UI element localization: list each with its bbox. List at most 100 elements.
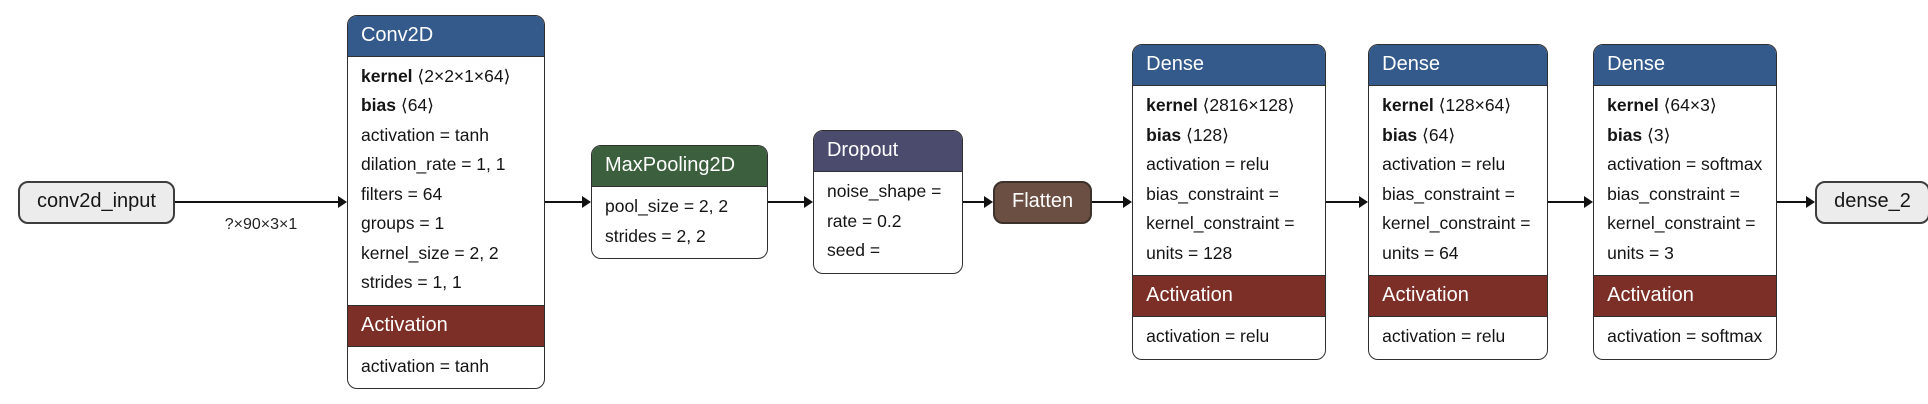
attr-name: seed <box>826 240 865 261</box>
layer-header-conv2d[interactable]: Conv2D <box>347 15 544 57</box>
attr-row: groups = 1 <box>361 209 531 239</box>
attr-value: = relu <box>1224 326 1270 347</box>
attr-name: kernel <box>1607 95 1659 116</box>
arrowhead-icon <box>337 196 347 208</box>
edge-line <box>1092 201 1126 203</box>
node-dense-2-output[interactable]: dense_2 <box>1815 180 1928 224</box>
attr-row: bias ⟨128⟩ <box>1146 121 1312 151</box>
attr-row: kernel_constraint = <box>1146 209 1312 239</box>
layer-header-dropout[interactable]: Dropout <box>813 131 962 173</box>
attr-row: kernel ⟨64×3⟩ <box>1607 91 1763 121</box>
attr-name: noise_shape <box>826 181 927 202</box>
attr-row: strides = 1, 1 <box>361 268 531 298</box>
attr-name: units <box>1382 242 1420 263</box>
layer-dense-3[interactable]: Dense kernel ⟨64×3⟩ bias ⟨3⟩ activation … <box>1593 44 1778 360</box>
arrowhead-icon <box>1584 196 1594 208</box>
attr-value: ⟨3⟩ <box>1647 124 1671 145</box>
arrowhead-icon <box>1806 196 1816 208</box>
layer-attributes: noise_shape = rate = 0.2 seed = <box>814 172 962 273</box>
activation-subheader[interactable]: Activation <box>1369 275 1548 318</box>
attr-value: = 64 <box>407 183 443 204</box>
attr-row: noise_shape = <box>827 177 949 207</box>
attr-name: activation <box>1382 326 1457 347</box>
attr-row: activation = softmax <box>1607 150 1763 180</box>
attr-value: = tanh <box>439 355 489 376</box>
arrowhead-icon <box>1359 196 1369 208</box>
attr-name: rate <box>826 210 858 231</box>
attr-row: kernel ⟨2816×128⟩ <box>1146 91 1312 121</box>
attr-value: ⟨64⟩ <box>1422 124 1456 145</box>
attr-name: pool_size <box>604 196 679 216</box>
arrowhead-icon <box>983 196 993 208</box>
layer-dropout[interactable]: Dropout noise_shape = rate = 0.2 seed = <box>812 130 963 274</box>
attr-row: bias ⟨64⟩ <box>361 91 531 121</box>
attr-value: = <box>1729 183 1740 204</box>
attr-row: filters = 64 <box>361 180 531 210</box>
attr-name: kernel <box>360 65 413 86</box>
attr-value: = 1, 1 <box>461 154 506 175</box>
attr-value: ⟨128⟩ <box>1186 124 1229 145</box>
attr-name: bias_constraint <box>1382 183 1500 204</box>
edge-line <box>544 201 584 203</box>
node-label: conv2d_input <box>37 189 156 212</box>
attr-name: activation <box>1146 154 1221 175</box>
attr-name: activation <box>1146 326 1221 347</box>
attr-value: = <box>1268 183 1279 204</box>
layer-maxpooling2d[interactable]: MaxPooling2D pool_size = 2, 2 strides = … <box>590 145 768 259</box>
layer-attributes: kernel ⟨2816×128⟩ bias ⟨128⟩ activation … <box>1133 86 1325 275</box>
attr-name: units <box>1146 242 1184 263</box>
attr-row: activation = relu <box>1146 322 1312 352</box>
layer-header-dense-1[interactable]: Dense <box>1133 45 1326 87</box>
attr-value: = 3 <box>1648 242 1674 263</box>
node-label: dense_2 <box>1834 189 1911 212</box>
attr-value: = softmax <box>1685 154 1763 175</box>
layer-header-dense-3[interactable]: Dense <box>1594 45 1777 87</box>
attr-row: seed = <box>827 236 949 266</box>
attr-row: rate = 0.2 <box>827 207 949 237</box>
layer-attributes: kernel ⟨64×3⟩ bias ⟨3⟩ activation = soft… <box>1594 86 1776 275</box>
attr-row: kernel_constraint = <box>1607 209 1763 239</box>
edge-line <box>1326 201 1362 203</box>
attr-row: activation = tanh <box>361 352 531 382</box>
attr-value: = relu <box>1460 326 1506 347</box>
attr-value: = 1, 1 <box>417 272 462 293</box>
attr-row: activation = softmax <box>1607 322 1763 352</box>
attr-row: units = 3 <box>1607 239 1763 269</box>
attr-name: kernel_size <box>360 242 450 263</box>
attr-value: = <box>1284 213 1295 234</box>
layer-header-maxpooling2d[interactable]: MaxPooling2D <box>591 146 767 187</box>
attr-name: filters <box>360 183 403 204</box>
arrowhead-icon <box>1123 196 1133 208</box>
attr-name: strides <box>604 225 657 246</box>
activation-subheader[interactable]: Activation <box>347 304 544 347</box>
attr-name: activation <box>1607 154 1682 175</box>
attr-row: kernel ⟨128×64⟩ <box>1382 91 1534 121</box>
attr-value: ⟨2816×128⟩ <box>1202 95 1295 116</box>
edge-line <box>767 201 806 203</box>
layer-dense-2[interactable]: Dense kernel ⟨128×64⟩ bias ⟨64⟩ activati… <box>1368 44 1549 360</box>
edge-shape-label: ?×90×3×1 <box>224 216 298 233</box>
attr-name: bias <box>360 95 397 116</box>
attr-row: bias_constraint = <box>1146 180 1312 210</box>
activation-subheader[interactable]: Activation <box>1133 275 1326 318</box>
node-conv2d-input[interactable]: conv2d_input <box>18 180 175 224</box>
attr-name: kernel_constraint <box>1607 213 1741 234</box>
layer-header-dense-2[interactable]: Dense <box>1369 45 1548 87</box>
attr-name: activation <box>1607 326 1682 347</box>
node-flatten[interactable]: Flatten <box>992 180 1093 224</box>
attr-row: bias ⟨3⟩ <box>1607 121 1763 151</box>
attr-value: ⟨64×3⟩ <box>1663 95 1717 116</box>
layer-attributes: kernel ⟨128×64⟩ bias ⟨64⟩ activation = r… <box>1369 86 1547 275</box>
layer-conv2d[interactable]: Conv2D kernel ⟨2×2×1×64⟩ bias ⟨64⟩ activ… <box>346 14 545 390</box>
attr-value: = <box>1520 213 1531 234</box>
activation-subheader[interactable]: Activation <box>1594 275 1777 318</box>
attr-value: = <box>869 240 881 261</box>
edge-line <box>1548 201 1587 203</box>
attr-value: = 2, 2 <box>454 242 499 263</box>
attr-value: ⟨2×2×1×64⟩ <box>417 65 511 86</box>
edge-line <box>1777 201 1809 203</box>
layer-dense-1[interactable]: Dense kernel ⟨2816×128⟩ bias ⟨128⟩ activ… <box>1132 44 1327 360</box>
attr-name: dilation_rate <box>360 154 457 175</box>
attr-name: bias_constraint <box>1607 183 1725 204</box>
